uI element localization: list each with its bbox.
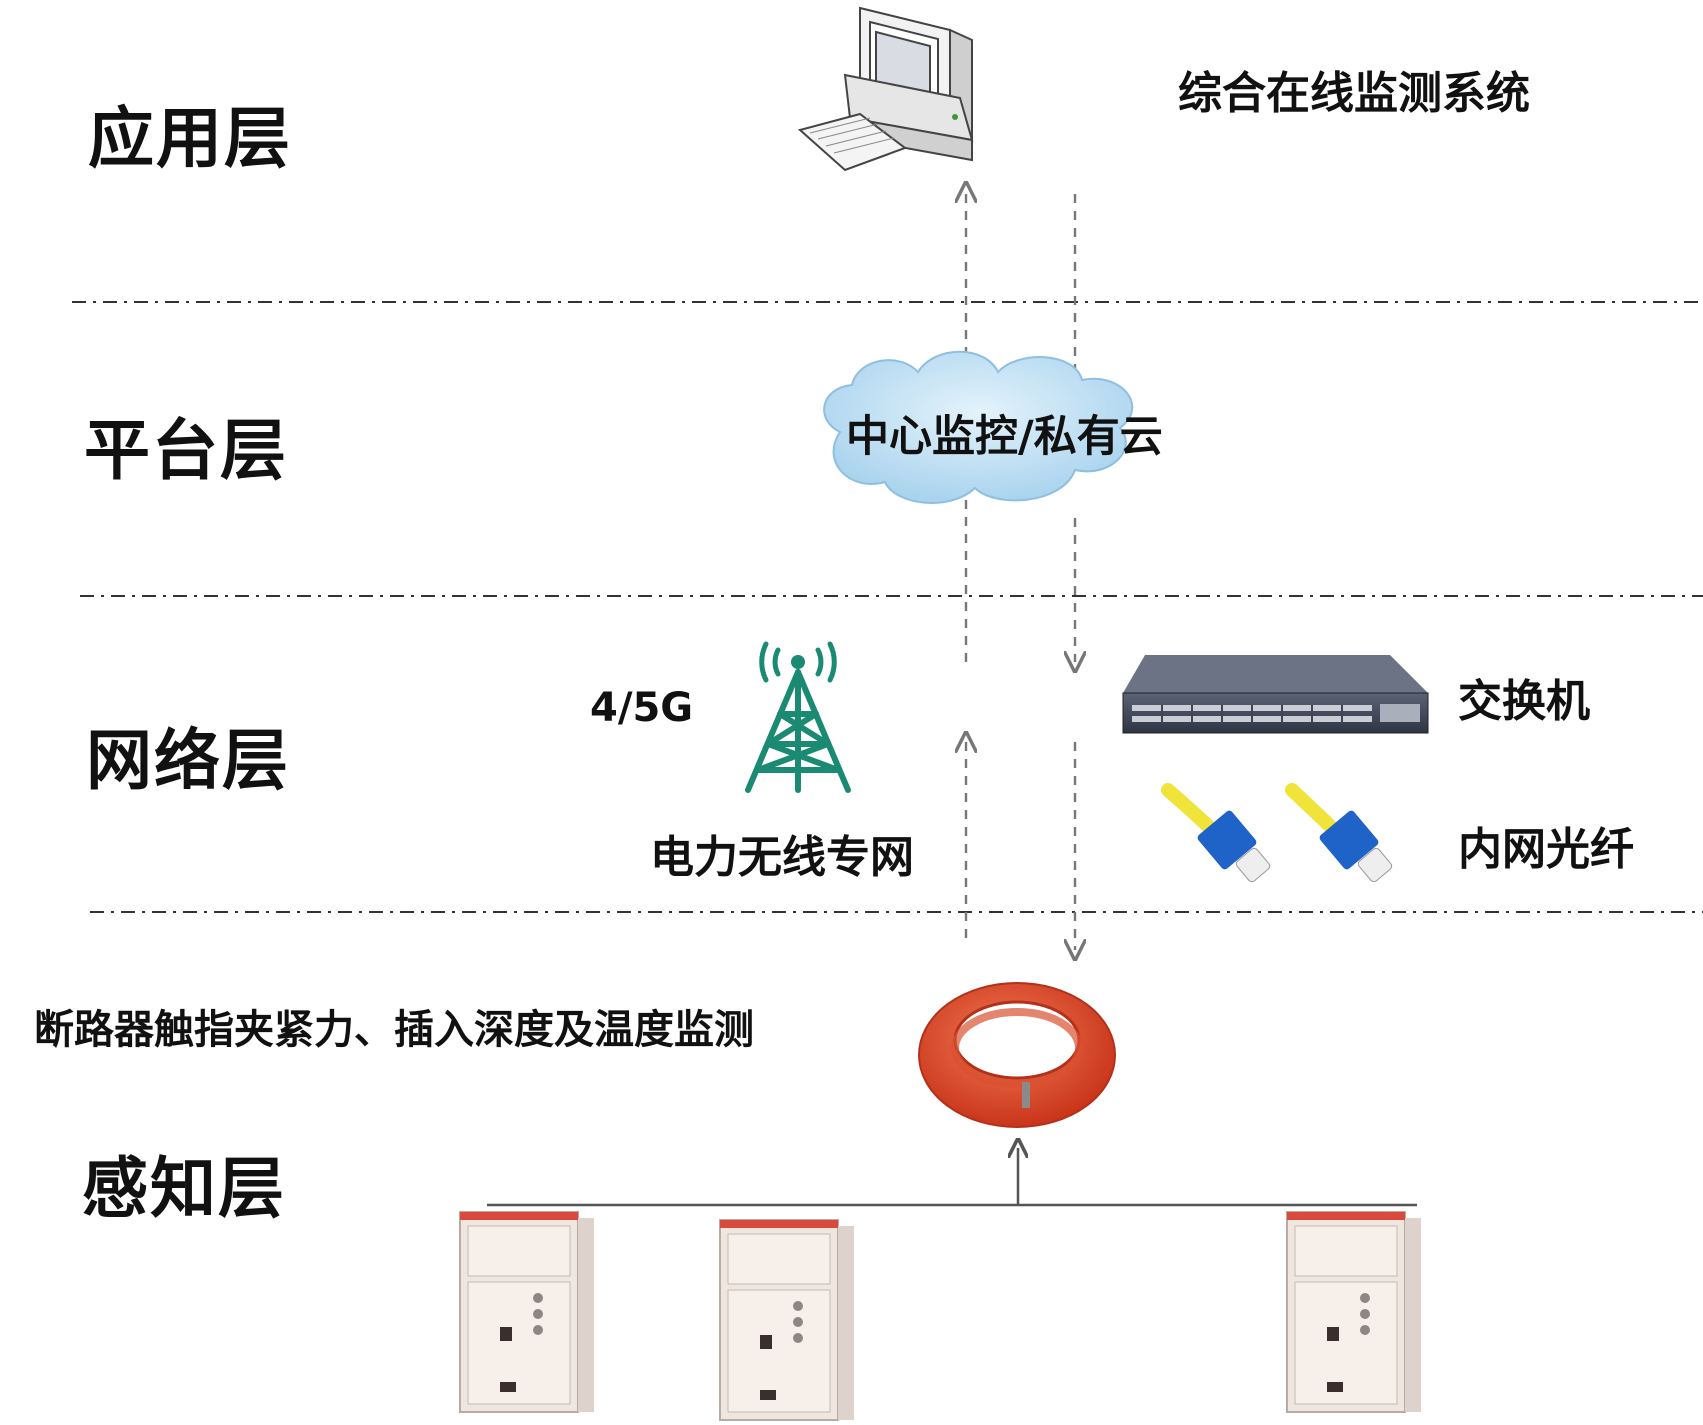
sensor-ring-icon bbox=[918, 982, 1116, 1128]
fiber-connector-icon bbox=[1285, 783, 1393, 883]
cabinet-bus bbox=[487, 1148, 1417, 1207]
layer-label-perception: 感知层 bbox=[82, 1150, 286, 1227]
cabinet-icon bbox=[459, 1211, 594, 1413]
layer-dividers bbox=[72, 301, 1703, 913]
tower-icon bbox=[745, 641, 851, 793]
switch-icon bbox=[1122, 655, 1429, 734]
system-label: 综合在线监测系统 bbox=[1178, 68, 1530, 119]
fiber-label: 内网光纤 bbox=[1458, 824, 1634, 875]
wireless-network-label: 电力无线专网 bbox=[650, 832, 914, 883]
computer-icon bbox=[797, 6, 974, 172]
flow-arrows bbox=[966, 192, 1075, 950]
cloud-label: 中心监控/私有云 bbox=[846, 412, 1163, 462]
sensor-label: 断路器触指夹紧力、插入深度及温度监测 bbox=[34, 1007, 754, 1053]
layer-label-platform: 平台层 bbox=[84, 412, 288, 489]
fiber-connector-icon bbox=[1161, 783, 1271, 883]
layer-label-application: 应用层 bbox=[88, 100, 292, 177]
switch-label: 交换机 bbox=[1458, 676, 1590, 727]
cloud-icon bbox=[823, 350, 1134, 504]
cabinet-icon bbox=[1286, 1211, 1421, 1413]
layer-label-network: 网络层 bbox=[86, 722, 290, 799]
cabinet-icon bbox=[719, 1219, 854, 1421]
band-label: 4/5G bbox=[590, 685, 694, 731]
